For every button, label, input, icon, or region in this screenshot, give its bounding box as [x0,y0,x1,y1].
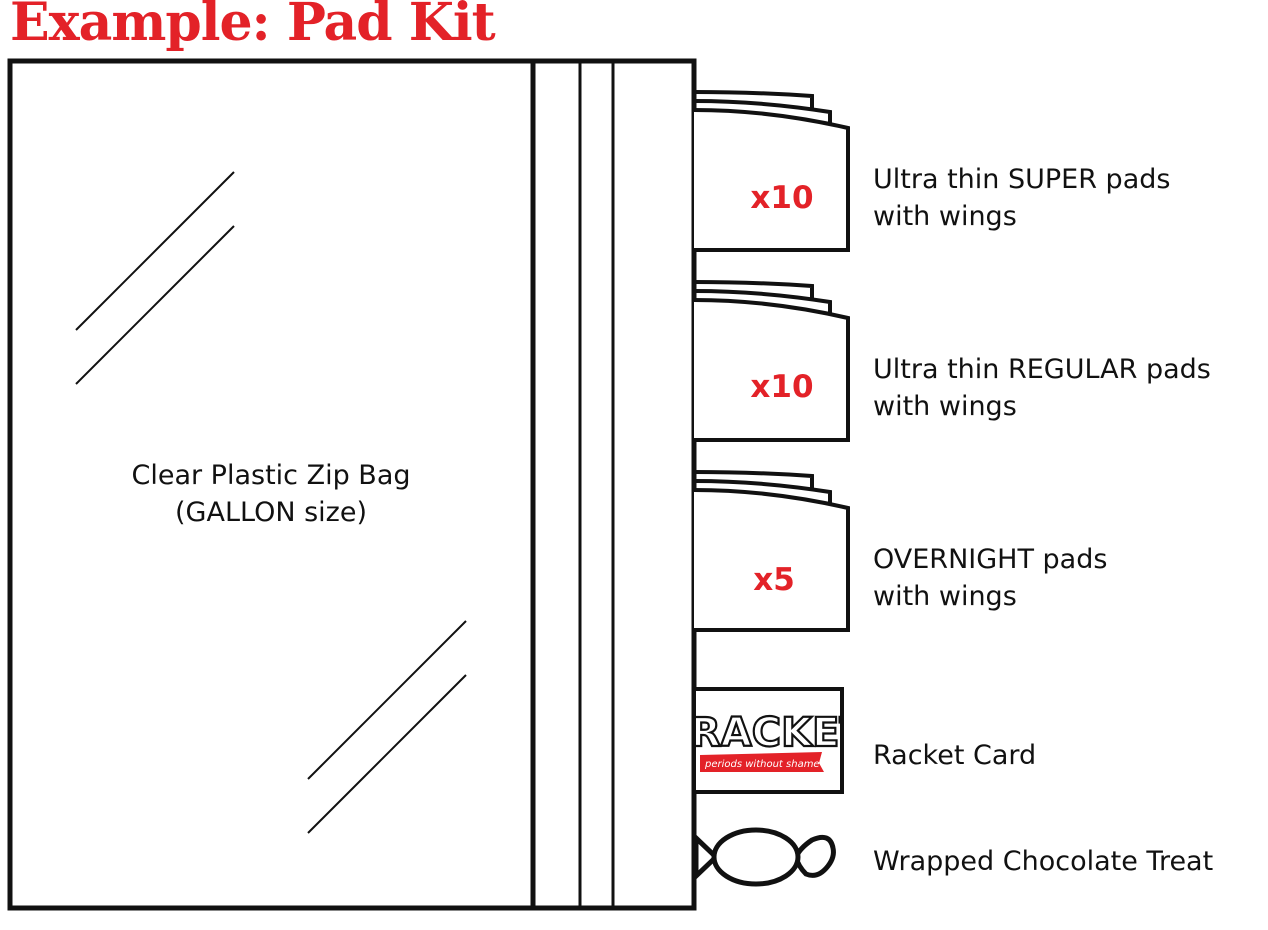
item-label: with wings [873,201,1017,232]
item-label: Racket Card [873,740,1036,771]
pad-stack-icon: x5 [693,470,850,632]
card-tagline: periods without shame [704,759,820,770]
zip-bag: Clear Plastic Zip Bag (GALLON size) [7,58,697,911]
bag-label-line2: (GALLON size) [175,497,367,528]
item-label: with wings [873,391,1017,422]
quantity-label: x10 [750,369,813,405]
pad-stack-icon: x10 [693,90,850,252]
card-logo-text: RACKET [690,710,867,756]
pad-stack-icon: x10 [693,280,850,442]
item-label: Wrapped Chocolate Treat [873,846,1213,877]
item-label: Ultra thin SUPER pads [873,164,1170,195]
page-title: Example: Pad Kit [10,0,496,53]
item-label: Ultra thin REGULAR pads [873,354,1211,385]
quantity-label: x5 [753,562,795,598]
wrapped-candy-icon [693,827,836,887]
item-label: with wings [873,581,1017,612]
glare-icon [75,171,467,834]
item-label: OVERNIGHT pads [873,544,1107,575]
bag-label-line1: Clear Plastic Zip Bag [131,460,410,491]
quantity-label: x10 [750,180,813,216]
racket-card-icon: RACKET periods without shame [690,687,867,794]
